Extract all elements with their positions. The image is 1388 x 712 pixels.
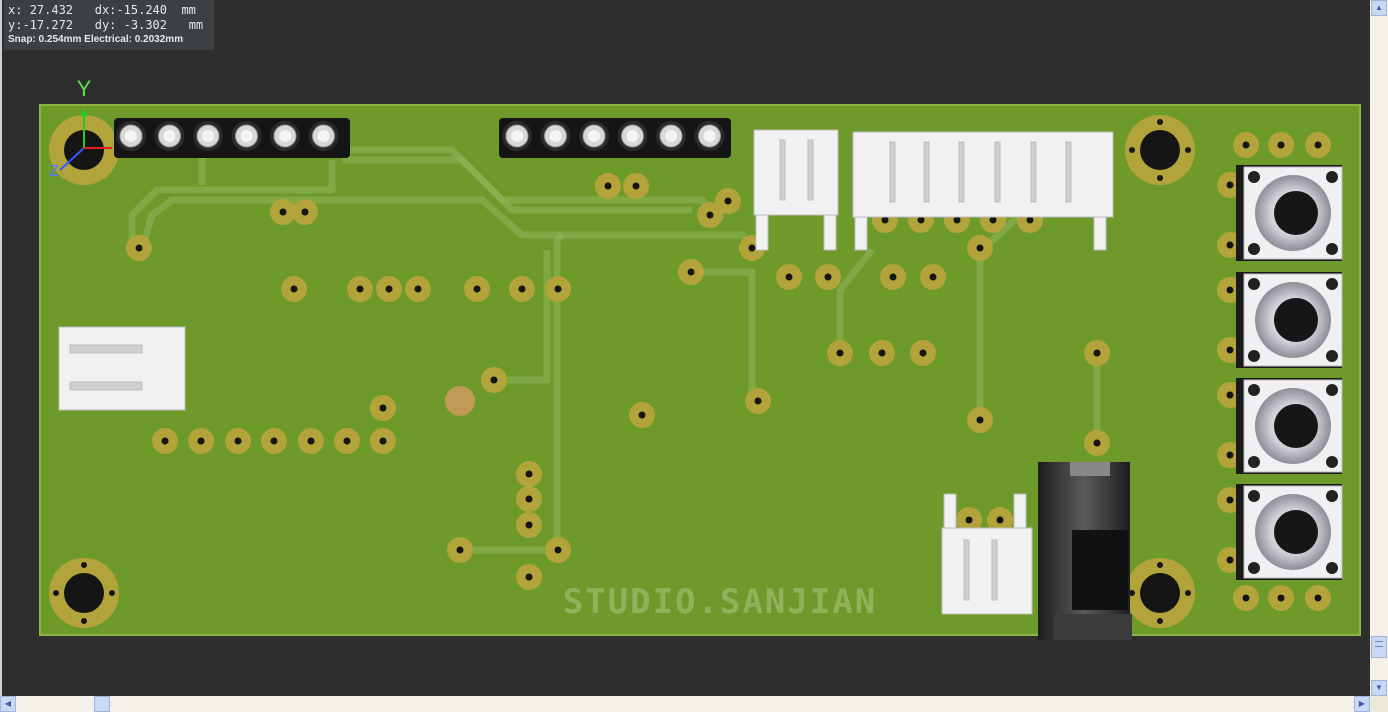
dy-label: dy: bbox=[94, 18, 117, 32]
axis-z-label: Z bbox=[49, 163, 59, 180]
silkscreen-text: STUDIO.SANJIAN bbox=[563, 582, 878, 622]
pcb-3d-viewport[interactable]: STUDIO.SANJIAN bbox=[0, 0, 1370, 696]
horizontal-scroll-thumb[interactable] bbox=[94, 696, 110, 712]
mounting-hole bbox=[49, 558, 119, 628]
vertical-scroll-thumb[interactable] bbox=[1371, 636, 1387, 658]
mounting-hole bbox=[1125, 115, 1195, 185]
mounting-holes bbox=[49, 115, 1195, 628]
y-value: -17.272 bbox=[22, 18, 74, 32]
coordinate-readout: x: 27.432 dx:-15.240 mm y:-17.272 dy: -3… bbox=[4, 0, 214, 50]
scrollbar-corner bbox=[1370, 696, 1388, 712]
axis-y-label: Y bbox=[77, 76, 92, 101]
axis-gizmo: Y Z bbox=[49, 76, 112, 180]
scroll-down-button[interactable]: ▼ bbox=[1371, 680, 1387, 696]
fiducial-pad bbox=[445, 386, 475, 416]
connector-2pin-top bbox=[753, 129, 839, 251]
x-label: x: bbox=[8, 3, 23, 17]
connector-2pin-left bbox=[58, 326, 186, 411]
mounting-hole bbox=[49, 115, 119, 185]
scroll-up-button[interactable]: ▲ bbox=[1371, 0, 1387, 16]
tactile-button bbox=[1236, 378, 1343, 474]
vertical-scrollbar[interactable]: ▲ ▼ bbox=[1370, 0, 1388, 696]
tactile-buttons bbox=[1236, 165, 1343, 580]
y-label: y: bbox=[8, 18, 23, 32]
pcb-render: STUDIO.SANJIAN bbox=[39, 76, 1361, 640]
dc-power-jack bbox=[1038, 462, 1132, 640]
x-value: 27.432 bbox=[29, 3, 74, 17]
scroll-left-button[interactable]: ◀ bbox=[0, 696, 16, 712]
unit-label: mm bbox=[181, 3, 196, 17]
dx-value: -15.240 bbox=[116, 3, 167, 17]
tactile-button bbox=[1236, 272, 1343, 368]
connector-2pin-bottom bbox=[941, 493, 1033, 615]
dy-value: -3.302 bbox=[123, 18, 167, 32]
scroll-right-button[interactable]: ▶ bbox=[1354, 696, 1370, 712]
tactile-button bbox=[1236, 165, 1343, 261]
horizontal-scrollbar[interactable]: ◀ ▶ bbox=[0, 696, 1370, 712]
mounting-hole bbox=[1125, 558, 1195, 628]
pin-header-left bbox=[114, 118, 350, 158]
snap-info: Snap: 0.254mm Electrical: 0.2032mm bbox=[8, 34, 184, 45]
unit-label: mm bbox=[188, 18, 204, 32]
pin-header-middle bbox=[499, 118, 731, 158]
tactile-button bbox=[1236, 484, 1343, 580]
dx-label: dx: bbox=[94, 3, 117, 17]
connector-7pin-top bbox=[852, 131, 1114, 251]
